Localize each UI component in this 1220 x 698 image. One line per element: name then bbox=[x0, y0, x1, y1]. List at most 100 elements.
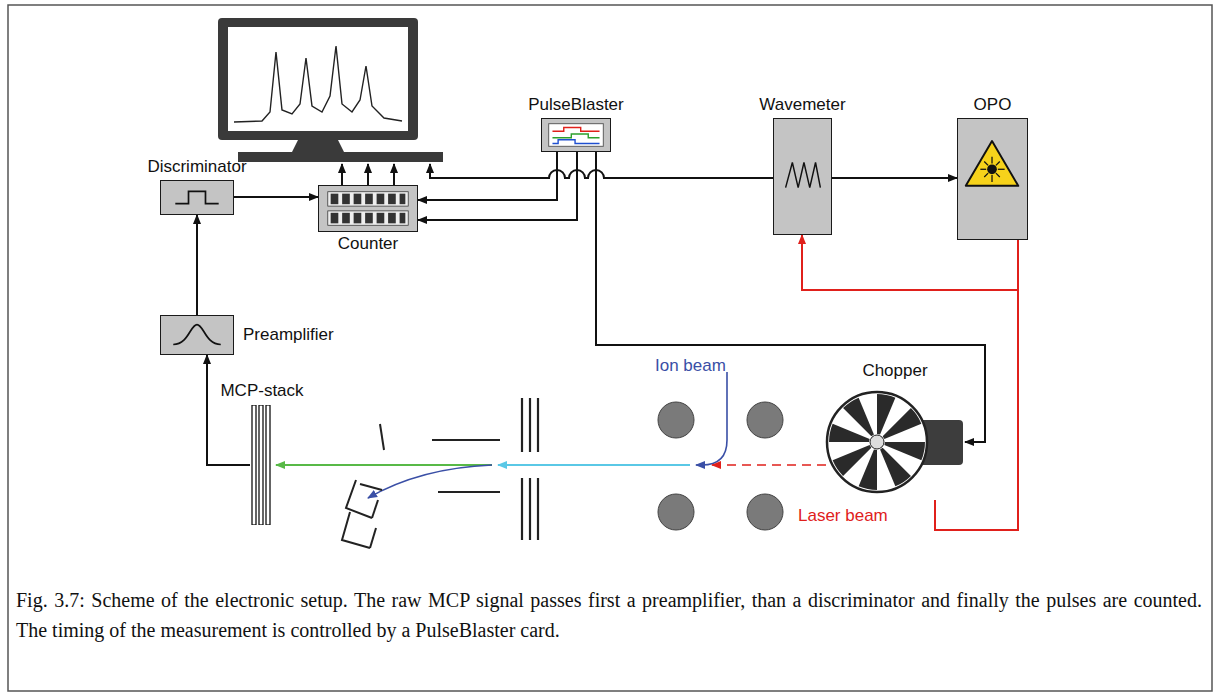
node-label: Wavemeter bbox=[759, 95, 845, 115]
svg-g bbox=[829, 394, 925, 490]
svg-g bbox=[252, 405, 270, 525]
deflected-ions bbox=[368, 465, 492, 498]
svg-rect bbox=[328, 211, 408, 225]
svg-rect bbox=[354, 213, 362, 224]
svg-path bbox=[173, 325, 221, 345]
svg-path bbox=[175, 191, 218, 203]
svg-line bbox=[996, 173, 1000, 177]
svg-circle bbox=[987, 164, 997, 174]
svg-line bbox=[360, 484, 382, 490]
svg-rect bbox=[331, 194, 339, 205]
connector bbox=[802, 235, 1018, 290]
node-label: Chopper bbox=[862, 361, 927, 381]
connector bbox=[935, 240, 1018, 530]
svg-path bbox=[843, 398, 874, 437]
connector bbox=[234, 196, 318, 198]
svg-rect bbox=[400, 194, 406, 205]
lens-plates bbox=[522, 398, 538, 540]
svg-circle bbox=[827, 392, 927, 492]
svg-rect bbox=[228, 27, 408, 131]
svg-line bbox=[996, 162, 1000, 166]
counter-to-monitor bbox=[342, 164, 394, 185]
svg-rect bbox=[218, 18, 418, 140]
discriminator-box: Discriminator bbox=[160, 180, 234, 215]
svg-line bbox=[380, 424, 384, 450]
wavemeter-box: Wavemeter bbox=[773, 118, 832, 235]
connector bbox=[207, 355, 250, 465]
frame bbox=[8, 5, 1212, 691]
svg-rect bbox=[388, 213, 396, 224]
svg-path bbox=[372, 500, 378, 518]
svg-rect bbox=[328, 192, 408, 206]
svg-rect bbox=[238, 152, 443, 162]
pulseblaster-card: PulseBlaster bbox=[541, 118, 611, 152]
svg-rect bbox=[266, 405, 270, 525]
svg-path bbox=[342, 512, 370, 548]
counter-box: Counter bbox=[318, 185, 418, 232]
svg-rect bbox=[342, 213, 350, 224]
combined-beam bbox=[498, 464, 690, 466]
ion-beam bbox=[696, 372, 727, 465]
svg-circle bbox=[747, 494, 783, 530]
svg-rect bbox=[549, 124, 604, 147]
svg-g bbox=[331, 194, 406, 224]
svg-line bbox=[998, 169, 1005, 170]
monitor-wire bbox=[430, 164, 773, 178]
node-label: Preamplifier bbox=[243, 325, 334, 345]
connector bbox=[196, 215, 198, 315]
svg-path bbox=[552, 134, 599, 138]
svg-rect bbox=[377, 194, 385, 205]
svg-rect bbox=[342, 194, 350, 205]
svg-svg bbox=[161, 181, 233, 214]
node-label: PulseBlaster bbox=[528, 95, 623, 115]
laser-beam-label: Laser beam bbox=[798, 506, 888, 526]
connector bbox=[418, 152, 557, 200]
svg-g bbox=[980, 157, 1004, 182]
svg-g bbox=[328, 192, 408, 226]
svg-path bbox=[370, 528, 376, 548]
svg-line bbox=[537, 398, 539, 452]
ion-beam-label: Ion beam bbox=[655, 356, 726, 376]
svg-line bbox=[521, 478, 523, 540]
svg-line bbox=[529, 398, 531, 452]
svg-line bbox=[521, 398, 523, 452]
connector bbox=[418, 152, 577, 220]
svg-rect bbox=[377, 213, 385, 224]
svg-rect bbox=[365, 194, 373, 205]
quadrupole bbox=[658, 402, 783, 530]
svg-line bbox=[393, 164, 395, 185]
svg-svg bbox=[825, 385, 965, 500]
svg-path bbox=[786, 162, 821, 187]
ion-detector bbox=[342, 480, 382, 548]
svg-path bbox=[880, 448, 911, 487]
svg-circle bbox=[658, 402, 694, 438]
svg-rect bbox=[388, 194, 396, 205]
svg-svg bbox=[161, 316, 233, 354]
laser-beam bbox=[712, 464, 826, 466]
svg-path bbox=[883, 408, 922, 439]
node-label: Counter bbox=[338, 234, 398, 254]
node-label: MCP-stack bbox=[220, 381, 303, 401]
svg-rect bbox=[400, 213, 406, 224]
figure-caption: Fig. 3.7: Scheme of the electronic setup… bbox=[16, 585, 1202, 645]
svg-line bbox=[367, 164, 369, 185]
svg-line bbox=[984, 162, 988, 166]
connector bbox=[832, 177, 957, 179]
svg-path bbox=[292, 140, 344, 152]
svg-path bbox=[552, 140, 599, 144]
svg-rect bbox=[365, 213, 373, 224]
svg-svg bbox=[542, 119, 610, 151]
svg-path bbox=[234, 46, 402, 122]
svg-rect bbox=[331, 213, 339, 224]
svg-path bbox=[833, 445, 872, 476]
svg-rect bbox=[252, 405, 256, 525]
chopper-wheel: Chopper bbox=[825, 385, 965, 500]
svg-svg bbox=[958, 119, 1027, 239]
svg-circle bbox=[870, 435, 884, 449]
svg-rect bbox=[354, 194, 362, 205]
svg-rect bbox=[259, 405, 263, 525]
svg-line bbox=[537, 478, 539, 540]
svg-line bbox=[980, 169, 986, 170]
opo-laser-box: OPO bbox=[957, 118, 1028, 240]
